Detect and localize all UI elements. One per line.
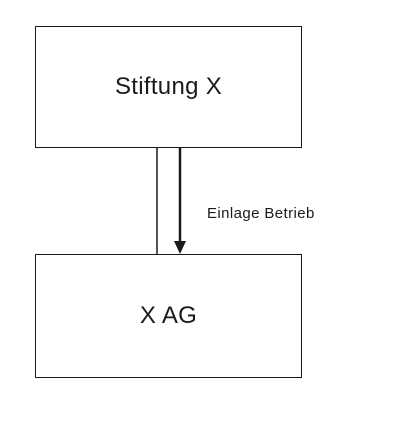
node-stiftung-x: Stiftung X — [35, 26, 302, 148]
node-x-ag: X AG — [35, 254, 302, 378]
node-x-ag-label: X AG — [139, 302, 198, 329]
edge-label: Einlage Betrieb — [207, 205, 315, 222]
arrow-head-icon — [174, 241, 186, 254]
node-stiftung-x-label: Stiftung X — [114, 73, 223, 100]
